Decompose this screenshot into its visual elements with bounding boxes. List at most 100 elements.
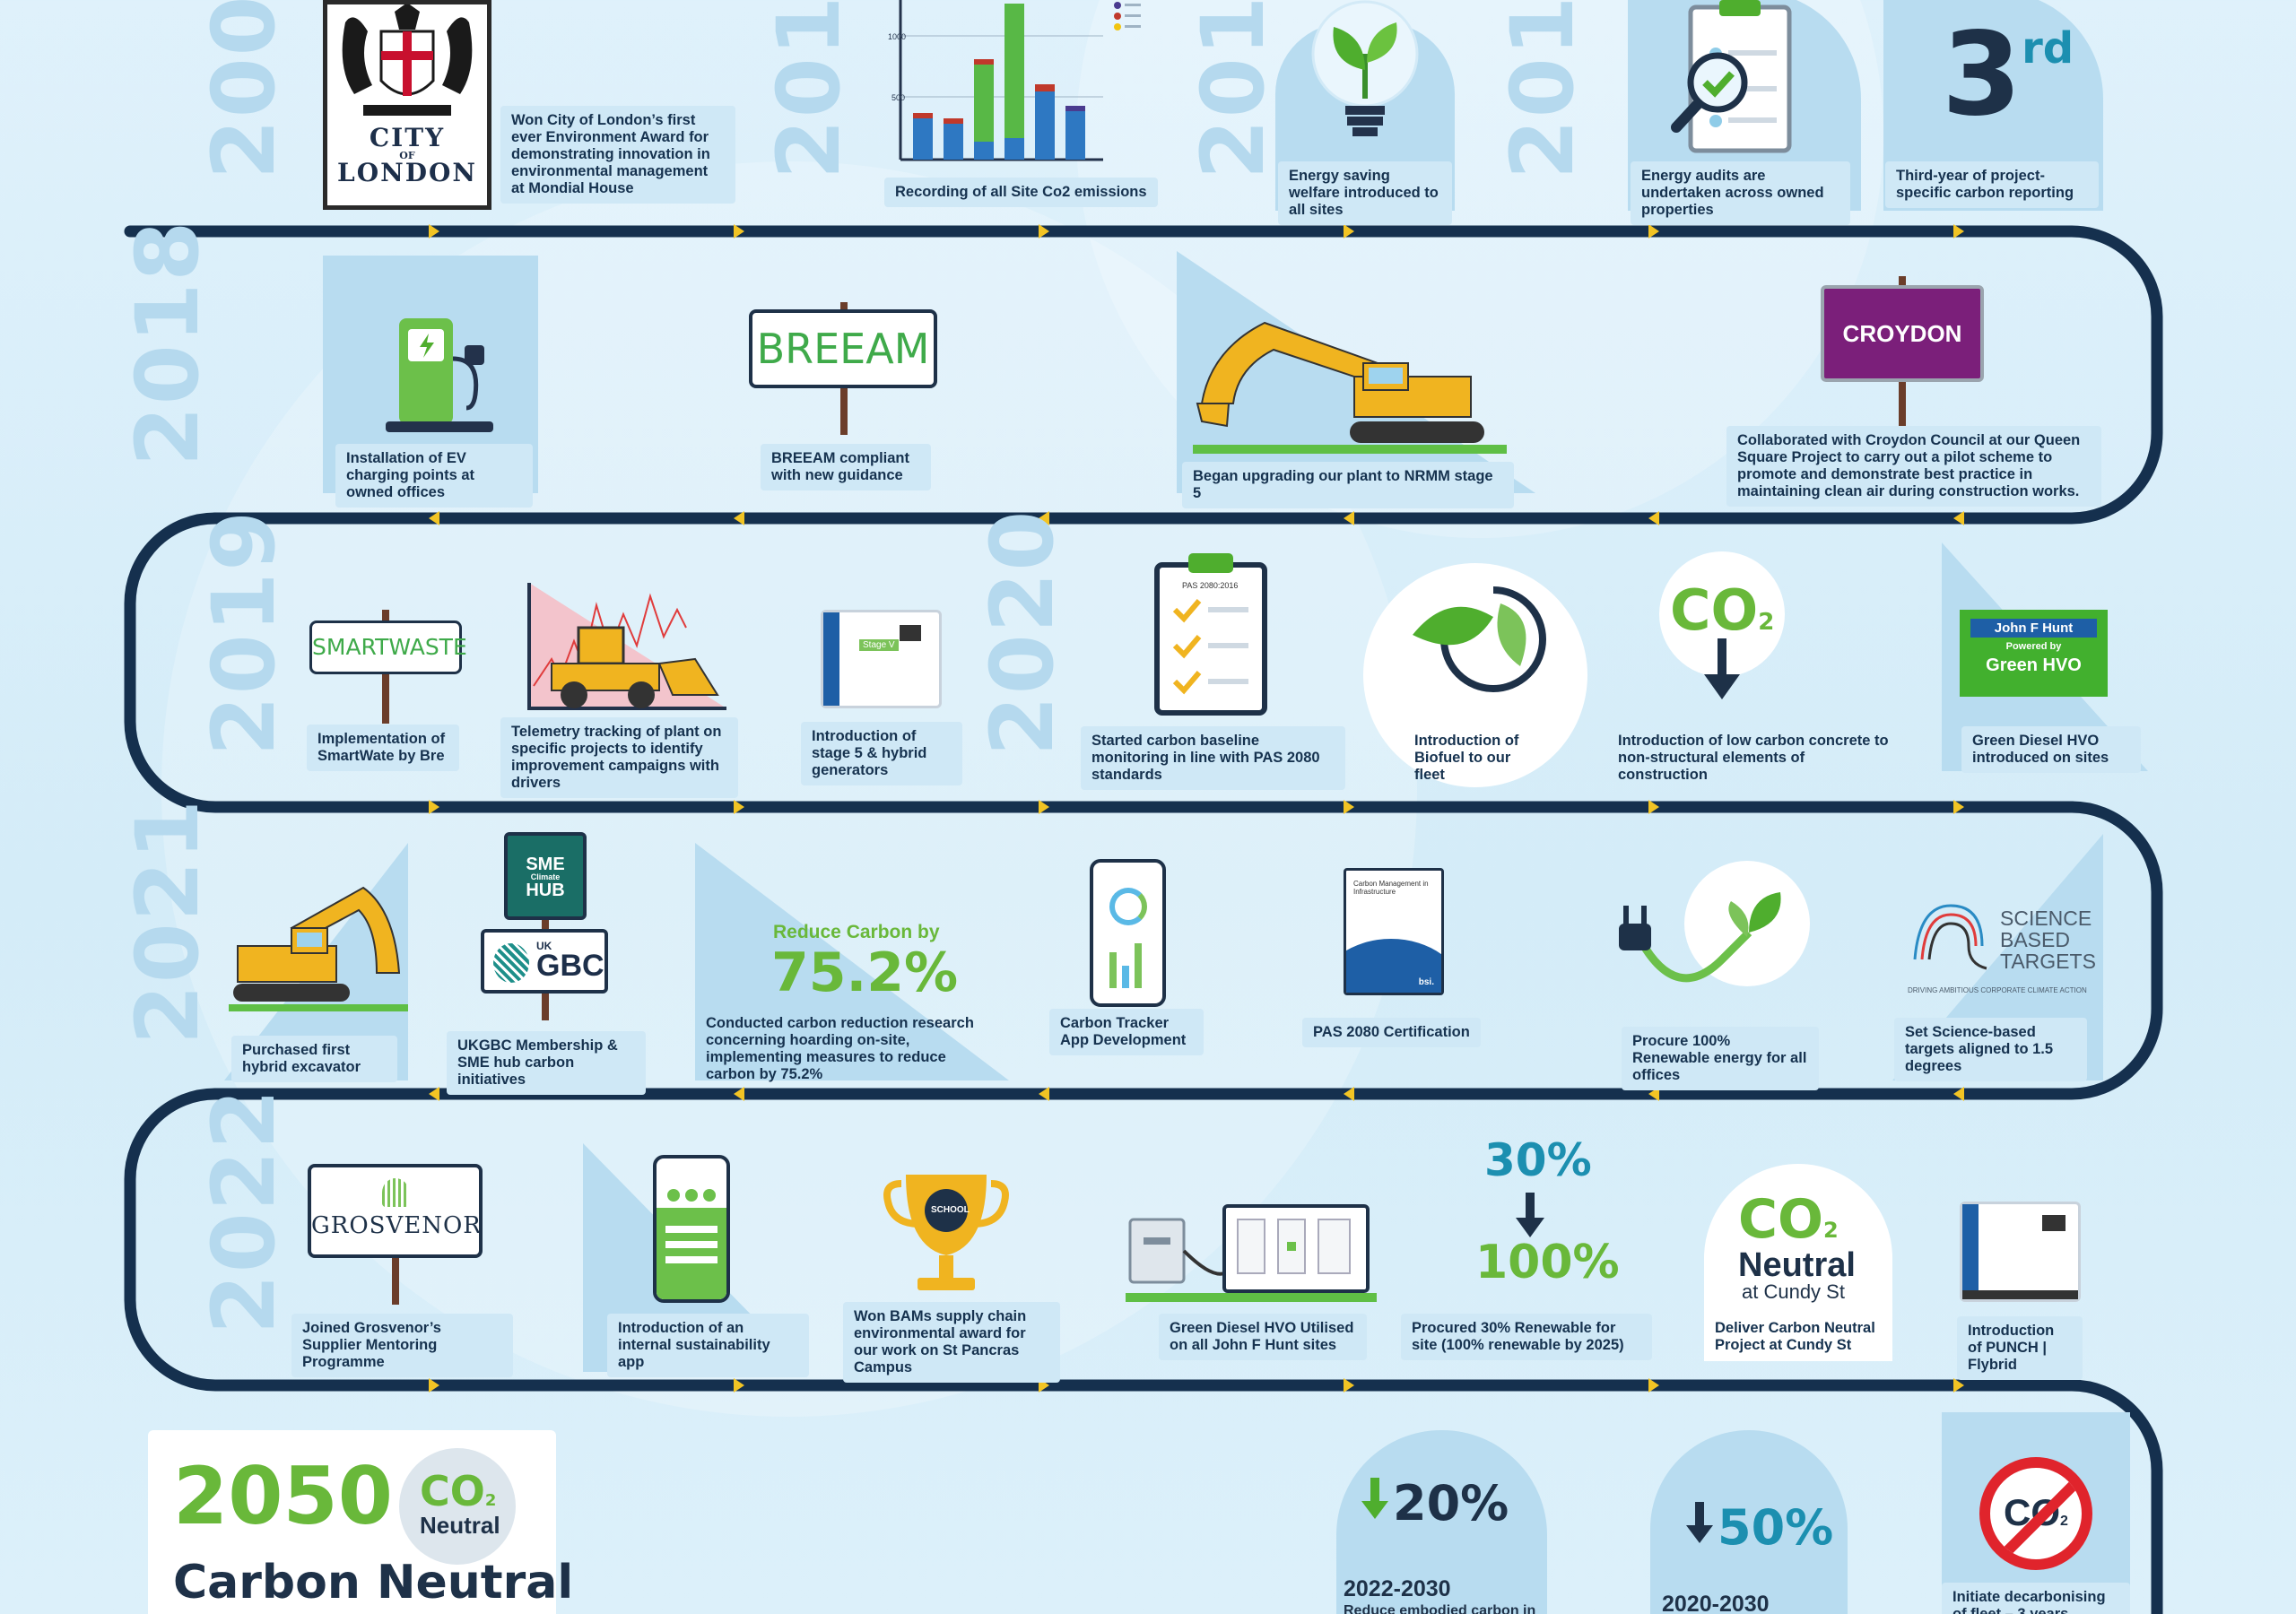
track-arrow xyxy=(1344,511,1354,525)
bulb-caption: Energy saving welfare introduced to all … xyxy=(1278,161,1452,225)
hvo-logo: John F Hunt Powered by Green HVO xyxy=(1960,610,2108,697)
down-arrow-icon xyxy=(1516,1193,1544,1237)
cundy-at: at Cundy St xyxy=(1742,1280,1845,1303)
ukgbc-gbc: GBC xyxy=(536,949,604,983)
future-badge-co2-label: CO2 xyxy=(420,1471,496,1512)
ukgbc-logo: UK GBC xyxy=(481,929,608,994)
year-2021: 2021 xyxy=(117,797,218,1045)
track-arrow xyxy=(734,224,744,239)
future-year: 2050 xyxy=(173,1450,393,1542)
sbt-tagline: DRIVING AMBITIOUS CORPORATE CLIMATE ACTI… xyxy=(1908,986,2087,994)
future-badge-sub: 2 xyxy=(484,1491,497,1510)
track-arrow xyxy=(1953,1087,1964,1101)
down-arrow-icon xyxy=(1686,1502,1713,1543)
concrete-co2-sub: 2 xyxy=(1758,609,1775,636)
pas-checklist-icon xyxy=(1154,553,1267,716)
smartwaste-caption: Implementation of SmartWate by Bre xyxy=(307,725,459,771)
track-arrow xyxy=(429,1378,439,1393)
app-caption: Introduction of an internal sustainabili… xyxy=(607,1314,809,1377)
croydon-sign-text: CROYDON xyxy=(1842,320,1962,347)
future-badge xyxy=(399,1448,516,1565)
tracker-phone-icon xyxy=(1090,859,1166,1007)
procured-pct2: 100% xyxy=(1475,1236,1620,1289)
reduce-label: Reduce Carbon by xyxy=(773,922,940,942)
telemetry-caption: Telemetry tracking of plant on specific … xyxy=(500,717,738,798)
year-2017: 2017 xyxy=(1492,0,1593,179)
third-suffix: rd xyxy=(2022,23,2074,74)
hvo-word: HVO xyxy=(2042,655,2082,675)
sme-line3: HUB xyxy=(526,881,565,900)
track-arrow xyxy=(1648,511,1659,525)
year-2019: 2019 xyxy=(194,508,294,756)
concrete-co2: CO xyxy=(1670,577,1759,643)
track-arrow xyxy=(734,800,744,814)
nrmm-caption: Began upgrading our plant to NRMM stage … xyxy=(1182,462,1514,508)
cundy-co2-label: CO2 xyxy=(1738,1193,1839,1246)
no-co2-icon: CO2 xyxy=(1979,1457,2092,1570)
croydon-sign: CROYDON xyxy=(1821,285,1984,382)
sustainability-app-phone-icon xyxy=(653,1155,730,1303)
city-crest-icon xyxy=(342,3,473,116)
breeam-sign: BREEAM xyxy=(749,309,937,388)
year-2020: 2020 xyxy=(972,508,1073,756)
track-arrow xyxy=(1953,1378,1964,1393)
cundy-co2: CO xyxy=(1738,1188,1824,1251)
croydon-caption: Collaborated with Croydon Council at our… xyxy=(1726,426,2101,507)
track-arrow xyxy=(1344,1378,1354,1393)
telemetry-loader-icon xyxy=(527,583,726,710)
reduce-caption: Conducted carbon reduction research conc… xyxy=(706,1015,974,1082)
generator-icon: Stage V xyxy=(821,610,942,708)
target-50-tile xyxy=(1650,1430,1848,1614)
hybrid-caption: Purchased first hybrid excavator xyxy=(231,1036,397,1082)
target-20-range: 2022-2030 xyxy=(1344,1576,1451,1601)
fleet-co2-sub: 2 xyxy=(2060,1514,2068,1529)
co2-bar-chart-icon: 1000 500 xyxy=(888,0,1141,161)
clipboard-magnifier-icon xyxy=(1671,0,1792,153)
ev-caption: Installation of EV charging points at ow… xyxy=(335,444,533,508)
hvo-sites-caption: Green Diesel HVO Utilised on all John F … xyxy=(1159,1314,1367,1360)
chart-tick-mid: 500 xyxy=(891,93,905,102)
pas-cert-caption: PAS 2080 Certification xyxy=(1302,1018,1481,1047)
procured-caption: Procured 30% Renewable for site (100% re… xyxy=(1401,1314,1652,1360)
hvo-green: Green xyxy=(1986,655,2038,675)
sbt-text: SCIENCE BASED TARGETS xyxy=(2000,907,2096,972)
target-20-tile xyxy=(1336,1430,1547,1614)
biofuel-bubble xyxy=(1363,563,1587,787)
ukgbc-post xyxy=(542,994,549,1020)
breeam-caption: BREEAM compliant with new guidance xyxy=(761,444,931,490)
breeam-post xyxy=(840,388,848,435)
concrete-co2-label: CO2 xyxy=(1670,583,1774,638)
year-2006: 2006 xyxy=(194,0,294,179)
future-title: Carbon Neutral xyxy=(173,1556,574,1610)
smartwaste-sign-text: SMARTWASTE xyxy=(312,634,467,660)
track-arrow xyxy=(1648,800,1659,814)
track-arrow xyxy=(734,1378,744,1393)
generator-caption: Introduction of stage 5 & hybrid generat… xyxy=(801,722,962,785)
punch-generator-icon xyxy=(1960,1202,2081,1302)
sbt-caption: Set Science-based targets aligned to 1.5… xyxy=(1894,1018,2087,1081)
punch-caption: Introduction of PUNCH | Flybrid xyxy=(1957,1316,2083,1380)
track-arrow xyxy=(1648,224,1659,239)
track-arrow xyxy=(1039,800,1049,814)
future-badge-co2: CO xyxy=(420,1467,485,1515)
city-logo-line3: LONDON xyxy=(337,158,477,187)
sme-line2: Climate xyxy=(530,872,561,881)
breeam-post xyxy=(840,302,848,309)
down-arrow-icon xyxy=(1704,638,1740,699)
bam-caption: Won BAMs supply chain environmental awar… xyxy=(843,1302,1060,1383)
sme-hub-logo: SME Climate HUB xyxy=(504,832,587,920)
track-arrow xyxy=(1648,1087,1659,1101)
track-arrow xyxy=(1953,511,1964,525)
third-year-number: 3rd xyxy=(1942,18,2074,133)
sbt-line2: BASED xyxy=(2000,928,2070,951)
future-badge-neutral: Neutral xyxy=(420,1512,500,1539)
city-logo-line1: CITY xyxy=(369,123,446,152)
sme-line1: SME xyxy=(526,855,565,874)
lightbulb-leaf-icon xyxy=(1311,0,1419,136)
grosvenor-sign-text: GROSVENOR xyxy=(311,1212,482,1239)
trophy-label: SCHOOL xyxy=(931,1205,970,1215)
third-digit: 3 xyxy=(1942,8,2022,142)
third-caption: Third-year of project-specific carbon re… xyxy=(1885,161,2099,208)
concrete-caption: Introduction of low carbon concrete to n… xyxy=(1618,733,1889,783)
track-arrow xyxy=(1344,224,1354,239)
